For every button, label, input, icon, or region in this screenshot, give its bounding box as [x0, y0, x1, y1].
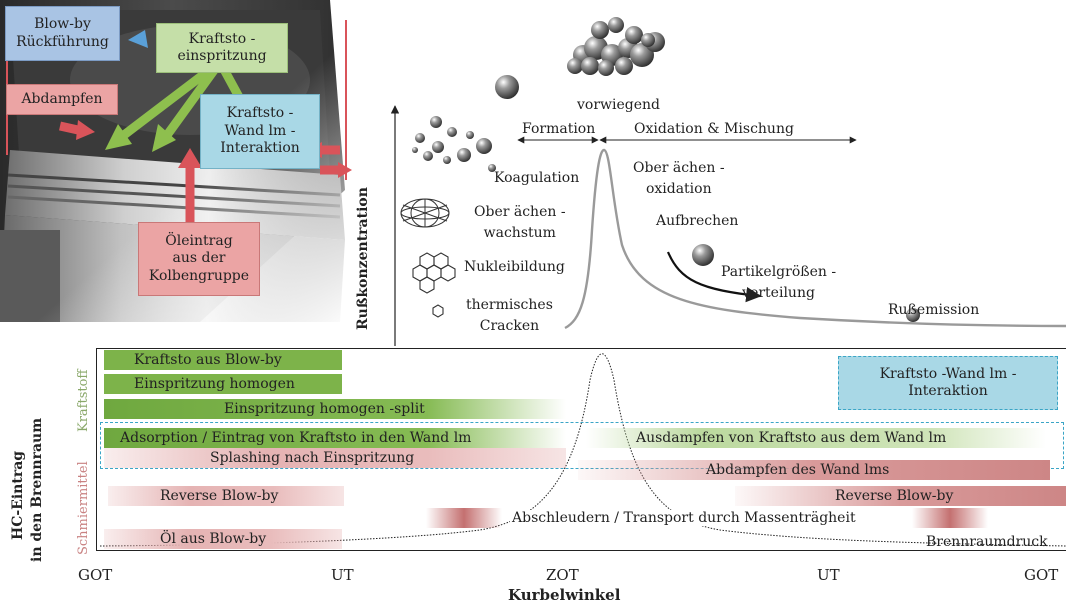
surface-growth-label: Ober ächen - wachstum [474, 204, 566, 241]
bar-injection-homogeneous: Einspritzung homogen [104, 374, 342, 394]
bar-throwoff-segment-left [426, 508, 502, 528]
hc-y-axis-label-2: in den Brennraum [29, 417, 45, 562]
fuel-wall-interaction-legend: Kraftsto -Wand lm - Interaktion [838, 356, 1058, 410]
blowby-return-box: Blow-by Rückführung [5, 6, 120, 61]
coagulation-particles [412, 116, 496, 172]
fuel-group-label: Kraftstoff [76, 369, 91, 432]
formation-label: Formation [522, 121, 596, 137]
single-particle [495, 75, 519, 99]
pressure-trace [99, 353, 1066, 547]
x-tick-ut-2: UT [817, 566, 840, 584]
particle-size-label: Partikelgrößen - verteilung [721, 264, 837, 301]
cracking-hexagon [432, 304, 444, 318]
bar-wall-film-evaporation: Abdampfen des Wand lms [578, 460, 1050, 480]
agglomerate-particle [567, 17, 665, 76]
x-tick-got-start: GOT [78, 566, 113, 584]
bar-injection-homogeneous-split: Einspritzung homogen -split [104, 399, 566, 419]
coagulation-label: Koagulation [494, 170, 580, 186]
thermal-cracking-label: thermisches Cracken [466, 297, 553, 334]
fuel-wall-interaction-box: Kraftsto - Wand lm - Interaktion [200, 94, 320, 169]
oxidation-mixing-label: Oxidation & Mischung [634, 121, 794, 137]
predominantly-label: vorwiegend [577, 97, 661, 113]
soot-emission-label: Rußemission [888, 302, 980, 318]
bar-throwoff-segment-right [912, 508, 988, 528]
throwoff-label: Abschleudern / Transport durch Massenträ… [510, 510, 858, 526]
bar-reverse-blowby-right: Reverse Blow-by [735, 486, 1066, 506]
hc-plot-frame [96, 348, 1066, 551]
bar-reverse-blowby-left: Reverse Blow-by [108, 486, 344, 506]
fuel-injection-box: Kraftsto - einspritzung [156, 23, 288, 73]
breakup-particle [692, 244, 714, 266]
evaporation-box: Abdampfen [6, 84, 118, 115]
emission-particle [906, 308, 920, 322]
soot-curve [564, 148, 1066, 330]
x-tick-zot: ZOT [546, 566, 579, 584]
breakup-label: Aufbrechen [656, 213, 739, 229]
soot-y-axis-label: Rußkonzentration [355, 187, 371, 330]
bar-fuel-blowby: Kraftsto aus Blow-by [104, 350, 342, 370]
soot-diagram [390, 17, 1066, 346]
nucleation-hexagons [412, 252, 456, 294]
particle-size-arrow [666, 251, 762, 303]
bar-splashing: Splashing nach Einspritzung [104, 448, 566, 468]
x-tick-got-end: GOT [1024, 566, 1059, 584]
bar-oil-blowby: Öl aus Blow-by [104, 529, 342, 549]
x-tick-ut-1: UT [331, 566, 354, 584]
bar-adsorption: Adsorption / Eintrag von Kraftsto in den… [104, 428, 566, 448]
x-axis-title: Kurbelwinkel [508, 586, 621, 604]
oil-entry-box: Öleintrag aus der Kolbengruppe [138, 222, 260, 296]
surface-growth-cage [400, 198, 450, 228]
combustion-pressure-label: Brennraumdruck [926, 534, 1048, 550]
hc-y-axis-label-1: HC-Eintrag [10, 450, 26, 540]
nucleation-label: Nukleibildung [464, 259, 565, 275]
bar-desorption: Ausdampfen von Kraftsto aus dem Wand lm [586, 428, 1046, 448]
lubricant-group-label: Schmiermittel [76, 461, 91, 555]
surface-oxidation-label: Ober ächen - oxidation [633, 160, 725, 197]
